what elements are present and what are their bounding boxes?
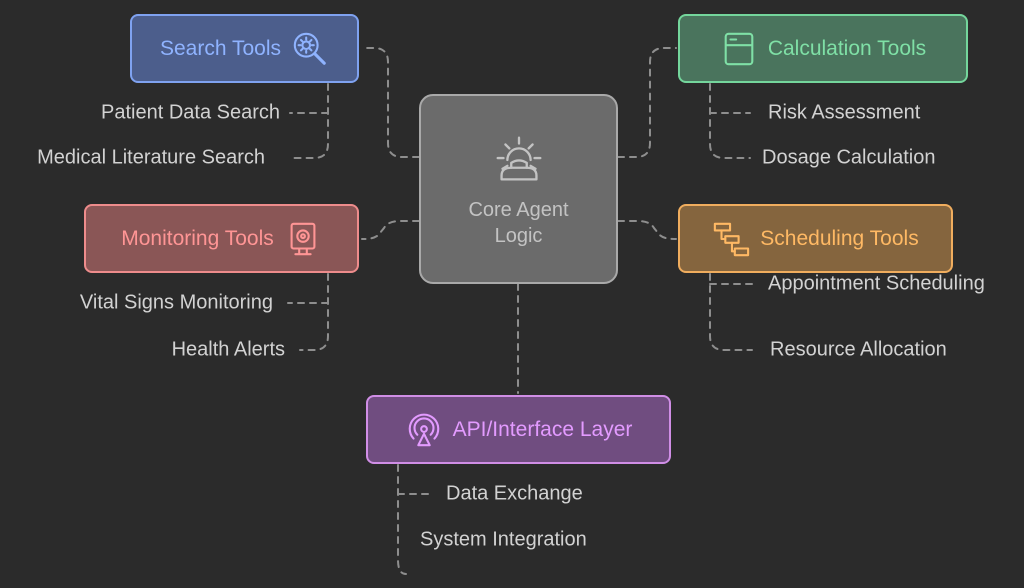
api-interface-layer-node[interactable]: API/Interface Layer bbox=[366, 395, 671, 464]
leaf-system-integration[interactable]: System Integration bbox=[420, 528, 587, 551]
search-tools-node[interactable]: Search Tools bbox=[130, 14, 359, 83]
connector-sched-leaves bbox=[709, 273, 756, 351]
search-gear-icon bbox=[291, 30, 329, 68]
core-label-line1: Core Agent bbox=[468, 199, 569, 221]
leaf-risk-assessment[interactable]: Risk Assessment bbox=[768, 101, 921, 124]
monitoring-tools-label: Monitoring Tools bbox=[121, 226, 274, 250]
scheduling-tools-node[interactable]: Scheduling Tools bbox=[678, 204, 953, 273]
monitoring-tools-node[interactable]: Monitoring Tools bbox=[84, 204, 359, 273]
broadcast-icon bbox=[405, 411, 443, 449]
leaf-data-exchange[interactable]: Data Exchange bbox=[446, 482, 583, 505]
search-tools-label: Search Tools bbox=[159, 36, 282, 60]
leaf-medical-literature-search[interactable]: Medical Literature Search bbox=[37, 146, 265, 169]
leaf-vital-signs-monitoring[interactable]: Vital Signs Monitoring bbox=[79, 291, 273, 314]
connector-core-sched bbox=[617, 220, 677, 240]
connector-api-leaves bbox=[397, 464, 431, 575]
flowchart-icon bbox=[712, 220, 750, 258]
api-interface-layer-label: API/Interface Layer bbox=[452, 417, 633, 441]
connector-calc-leaves bbox=[709, 83, 751, 159]
leaf-dosage-calculation[interactable]: Dosage Calculation bbox=[762, 146, 936, 169]
scheduling-tools-label: Scheduling Tools bbox=[760, 226, 919, 250]
connector-core-search bbox=[361, 47, 420, 158]
leaf-health-alerts[interactable]: Health Alerts bbox=[171, 338, 285, 361]
monitor-device-icon bbox=[284, 220, 322, 258]
leaf-patient-data-search[interactable]: Patient Data Search bbox=[101, 101, 280, 124]
leaf-resource-allocation[interactable]: Resource Allocation bbox=[770, 338, 947, 361]
connector-monitor-leaves bbox=[287, 273, 329, 351]
core-label-line2: Logic bbox=[494, 225, 543, 247]
calculator-icon bbox=[720, 30, 758, 68]
connector-core-calc bbox=[617, 47, 677, 158]
calculation-tools-label: Calculation Tools bbox=[767, 36, 927, 60]
calculation-tools-node[interactable]: Calculation Tools bbox=[678, 14, 968, 83]
leaf-appointment-scheduling[interactable]: Appointment Scheduling bbox=[768, 272, 985, 295]
connector-core-monitor bbox=[361, 220, 420, 240]
core-agent-logic-node[interactable]: Core Agent Logic bbox=[419, 94, 618, 284]
connector-search-leaves bbox=[289, 83, 329, 159]
gear-phone-icon bbox=[488, 129, 550, 191]
